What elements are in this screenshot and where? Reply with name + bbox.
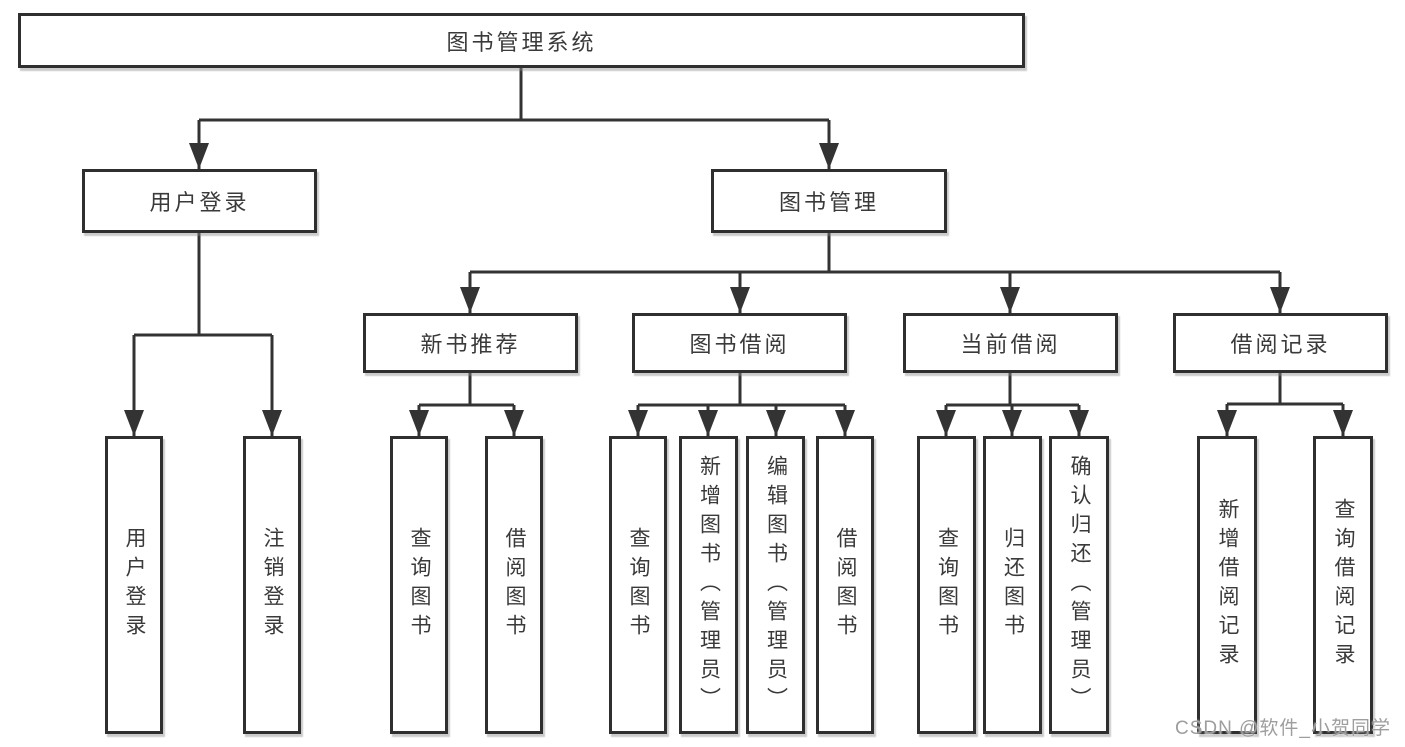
node-add-books-admin: 新增图书（管理员） (679, 436, 738, 734)
node-edit-books-admin: 编辑图书（管理员） (746, 436, 805, 734)
node-logout: 注销登录 (243, 436, 301, 734)
node-user-login-leaf: 用户登录 (105, 436, 163, 734)
watermark-text: CSDN @软件_小贺同学 (1175, 718, 1391, 739)
node-book-management: 图书管理 (711, 169, 947, 233)
node-current-borrowing: 当前借阅 (903, 313, 1118, 373)
node-book-borrowing: 图书借阅 (632, 313, 847, 373)
node-query-borrow-record: 查询借阅记录 (1313, 436, 1373, 734)
node-user-login: 用户登录 (82, 169, 317, 233)
node-borrow-books-recommend: 借阅图书 (485, 436, 543, 734)
node-query-books-recommend: 查询图书 (390, 436, 448, 734)
node-confirm-return-admin: 确认归还（管理员） (1049, 436, 1109, 734)
node-query-books-borrowing: 查询图书 (609, 436, 667, 734)
node-borrow-books-borrowing: 借阅图书 (816, 436, 874, 734)
node-library-management-system: 图书管理系统 (18, 13, 1025, 68)
node-return-books: 归还图书 (983, 436, 1042, 734)
node-add-borrow-record: 新增借阅记录 (1197, 436, 1257, 734)
node-query-books-current: 查询图书 (917, 436, 976, 734)
node-borrowing-records: 借阅记录 (1173, 313, 1388, 373)
node-new-book-recommendation: 新书推荐 (363, 313, 578, 373)
